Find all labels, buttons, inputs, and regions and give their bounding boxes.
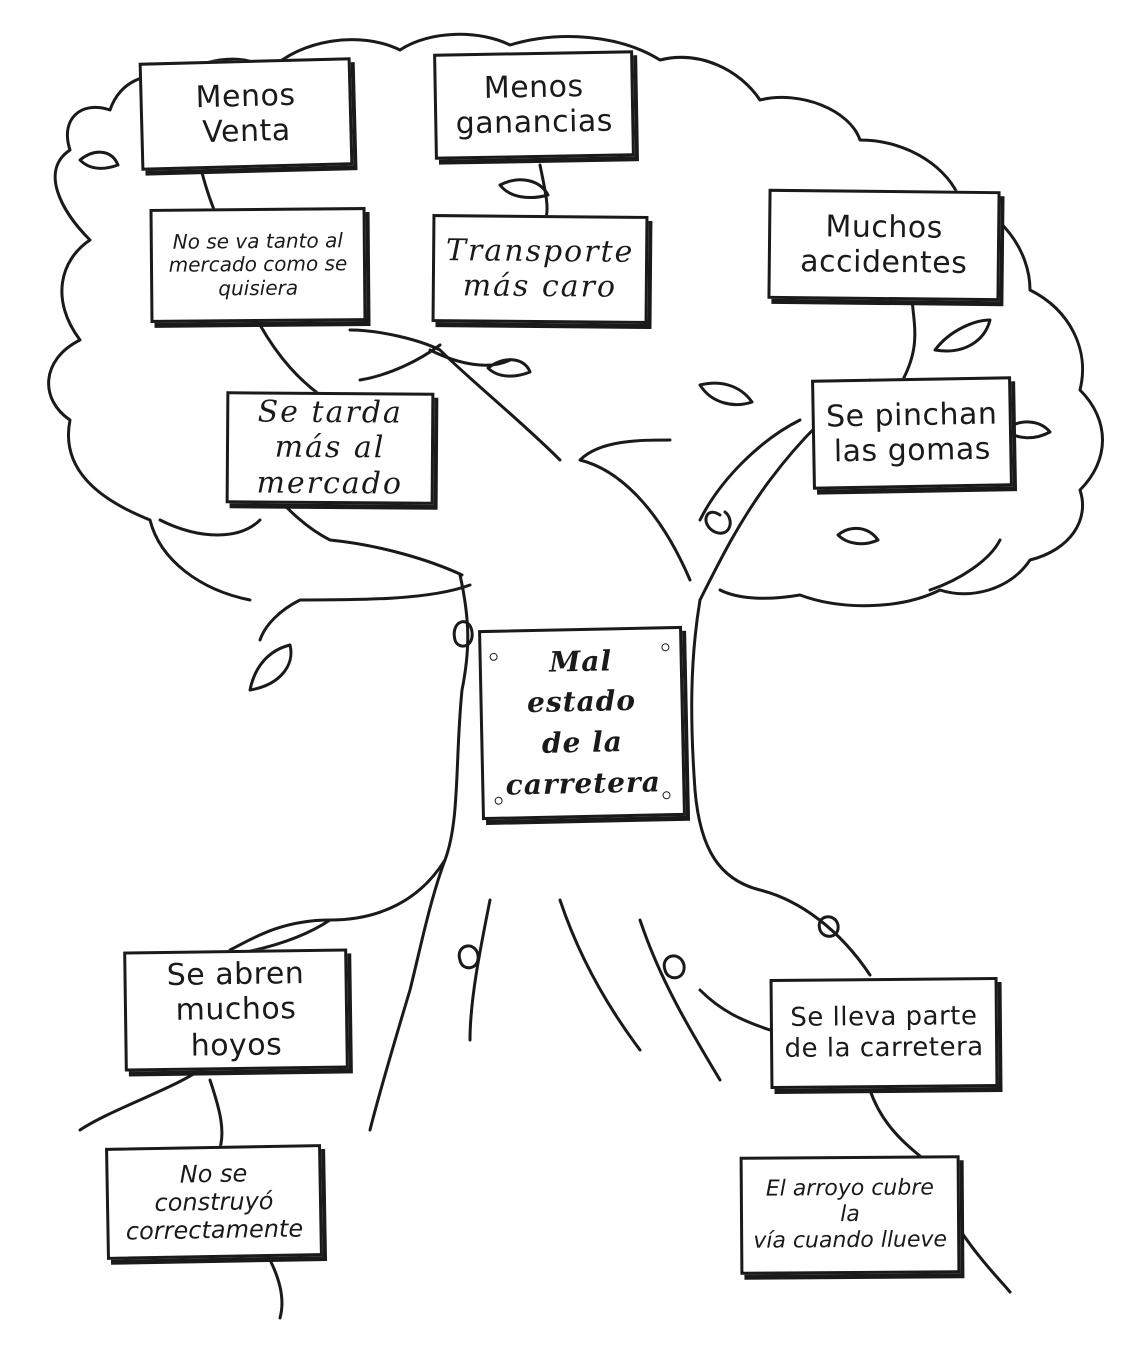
canopy-outline [47, 32, 1104, 608]
central-problem-sign: Mal estado de la carretera [478, 625, 686, 821]
card-se-tarda-mas-text: Se tarda más al mercado [256, 394, 404, 502]
card-transporte-mas-caro-text: Transporte más caro [445, 232, 635, 305]
leaf-2 [486, 358, 532, 378]
leaf-4 [698, 381, 754, 407]
leaf-6 [836, 526, 880, 546]
card-se-pinchan-las-gomas-text: Se pinchan las gomas [825, 396, 998, 470]
card-se-abren-muchos-hoyos: Se abren muchos hoyos [123, 948, 349, 1072]
card-no-se-construyo-text: No se construyó correctamente [125, 1158, 304, 1246]
card-menos-ganancias: Menos ganancias [433, 50, 635, 160]
card-se-lleva-parte: Se lleva parte de la carretera [769, 977, 999, 1089]
card-menos-venta: Menos Venta [138, 57, 354, 171]
central-problem-text: Mal estado de la carretera [505, 644, 662, 802]
card-se-lleva-parte-text: Se lleva parte de la carretera [784, 1001, 984, 1064]
leaf-7 [1003, 420, 1052, 440]
leaf-5 [248, 643, 293, 692]
card-no-se-va-al-mercado: No se va tanto al mercado como se quisie… [149, 207, 367, 323]
card-transporte-mas-caro: Transporte más caro [431, 214, 649, 324]
card-se-tarda-mas: Se tarda más al mercado [225, 391, 435, 505]
card-menos-ganancias-text: Menos ganancias [455, 68, 614, 142]
leaf-3 [933, 318, 992, 353]
card-se-pinchan-las-gomas: Se pinchan las gomas [811, 376, 1013, 490]
card-muchos-accidentes: Muchos accidentes [767, 188, 1001, 302]
card-muchos-accidentes-text: Muchos accidentes [800, 208, 968, 281]
card-no-se-va-al-mercado-text: No se va tanto al mercado como se quisie… [168, 227, 348, 301]
card-menos-venta-text: Menos Venta [195, 77, 296, 151]
trunk-right [690, 598, 872, 977]
card-no-se-construyo: No se construyó correctamente [105, 1144, 323, 1260]
card-se-abren-muchos-hoyos-text: Se abren muchos hoyos [166, 955, 305, 1064]
sign-pin-bottom-left [494, 796, 503, 805]
leaf-1 [498, 178, 550, 199]
card-el-arroyo: El arroyo cubre la vía cuando llueve [739, 1155, 961, 1275]
card-el-arroyo-text: El arroyo cubre la vía cuando llueve [753, 1175, 948, 1254]
leaf-8 [78, 150, 120, 170]
